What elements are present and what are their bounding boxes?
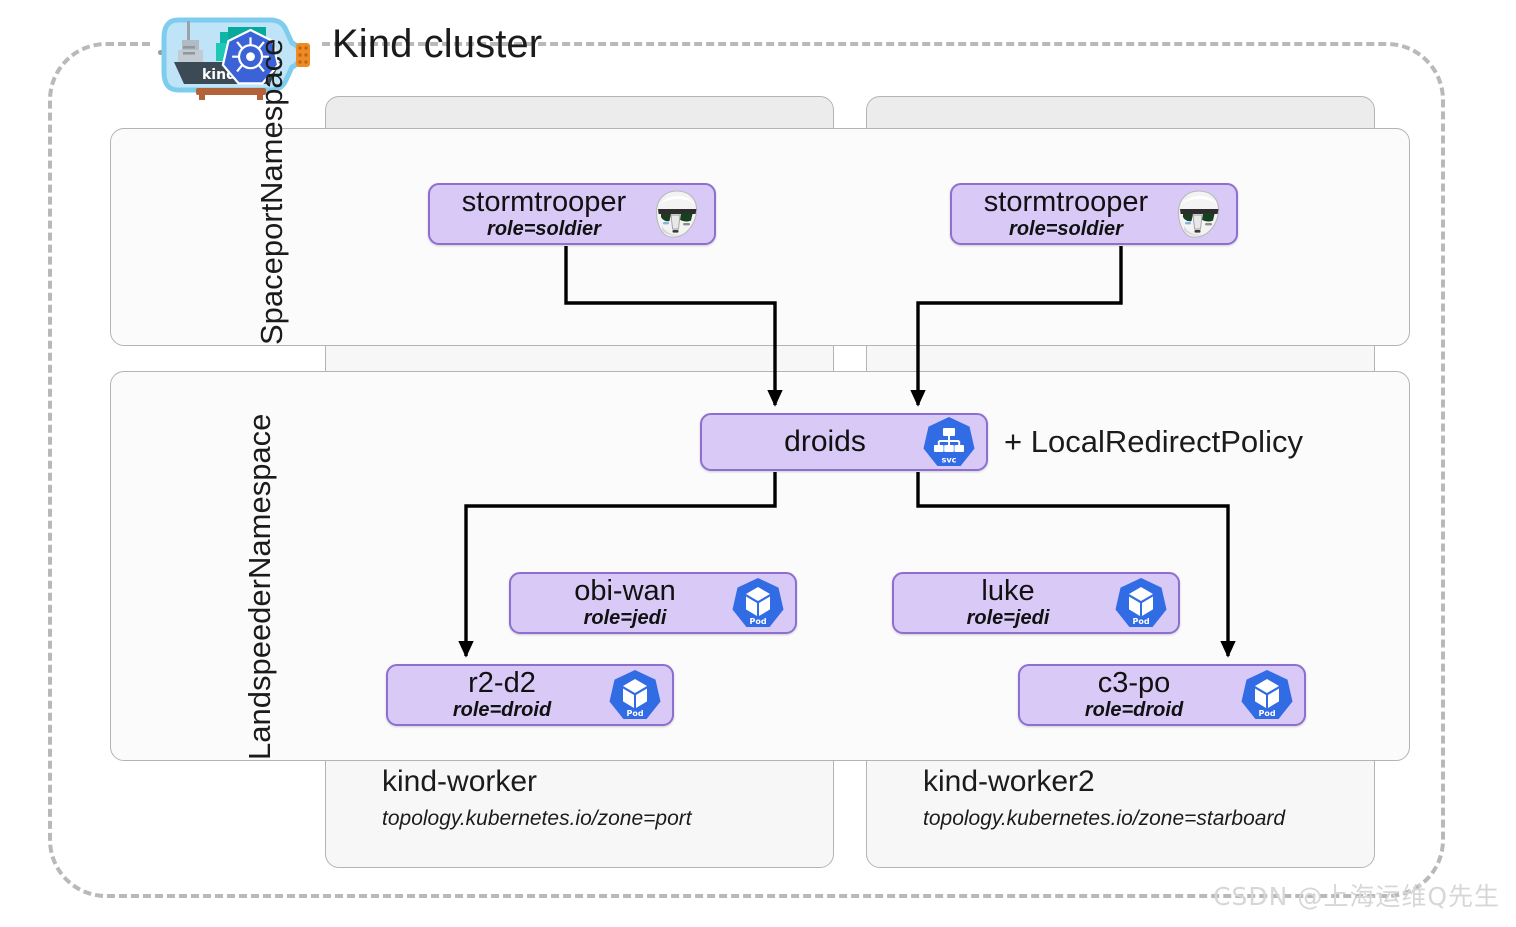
- local-redirect-policy-annotation: + LocalRedirectPolicy: [1004, 424, 1303, 459]
- kind-cluster-boundary: [48, 42, 1445, 898]
- pod-text: luke role=jedi: [908, 577, 1110, 629]
- svg-text:svc: svc: [941, 455, 956, 465]
- node-name: kind-worker: [382, 765, 538, 799]
- pod-label: role=jedi: [583, 606, 667, 629]
- pod-label: role=jedi: [966, 606, 1050, 629]
- pod-name: obi-wan: [574, 575, 676, 608]
- svg-text:Pod: Pod: [1258, 709, 1275, 718]
- kubernetes-pod-icon: Pod: [1114, 576, 1168, 630]
- pod-label: role=soldier: [1009, 217, 1123, 240]
- kind-logo-icon: kind: [158, 10, 316, 100]
- svg-text:Pod: Pod: [749, 617, 766, 626]
- node-zone-label: topology.kubernetes.io/zone=port: [382, 806, 692, 830]
- service-text: droids: [716, 424, 918, 458]
- pod-label: role=droid: [1084, 698, 1184, 721]
- pod-label: role=droid: [452, 698, 552, 721]
- pod-text: stormtrooper role=soldier: [444, 188, 646, 240]
- pod-obi-wan[interactable]: obi-wan role=jedi Pod: [509, 572, 797, 634]
- service-name: droids: [784, 424, 866, 458]
- pod-luke[interactable]: luke role=jedi Pod: [892, 572, 1180, 634]
- pod-name: stormtrooper: [983, 186, 1149, 219]
- namespace-name: Spaceport: [254, 203, 289, 345]
- kubernetes-pod-icon: Pod: [1240, 668, 1294, 722]
- kubernetes-pod-icon: Pod: [608, 668, 662, 722]
- node-name: kind-worker2: [923, 765, 1095, 799]
- pod-name: stormtrooper: [461, 186, 627, 219]
- node-kind-worker2-label: kind-worker2 topology.kubernetes.io/zone…: [867, 765, 1374, 833]
- cluster-title: Kind cluster: [332, 22, 543, 66]
- svg-text:Pod: Pod: [626, 709, 643, 718]
- svg-text:Pod: Pod: [1132, 617, 1149, 626]
- service-droids[interactable]: droids svc: [700, 413, 988, 471]
- pod-c3-po[interactable]: c3-po role=droid Pod: [1018, 664, 1306, 726]
- watermark: CSDN @上海运维Q先生: [1213, 882, 1500, 911]
- pod-text: r2-d2 role=droid: [402, 669, 604, 721]
- namespace-kind: Namespace: [254, 38, 289, 204]
- node-kind-worker-label: kind-worker topology.kubernetes.io/zone=…: [326, 765, 833, 833]
- pod-name: luke: [981, 575, 1035, 608]
- namespace-landspeeder-label: Landspeeder Namespace: [239, 372, 281, 760]
- namespace-spaceport-label: Spaceport Namespace: [251, 38, 293, 345]
- namespace-kind: Namespace: [242, 413, 277, 579]
- pod-name: r2-d2: [468, 667, 536, 700]
- pod-stormtrooper-worker1[interactable]: stormtrooper role=soldier: [428, 183, 716, 245]
- kubernetes-service-icon: svc: [922, 415, 976, 469]
- pod-r2-d2[interactable]: r2-d2 role=droid Pod: [386, 664, 674, 726]
- pod-text: c3-po role=droid: [1034, 669, 1236, 721]
- node-zone-label: topology.kubernetes.io/zone=starboard: [923, 806, 1286, 830]
- pod-name: c3-po: [1097, 667, 1171, 700]
- kubernetes-pod-icon: Pod: [731, 576, 785, 630]
- pod-label: role=soldier: [487, 217, 601, 240]
- stormtrooper-helmet-icon: [650, 187, 704, 241]
- stormtrooper-helmet-icon: [1172, 187, 1226, 241]
- pod-text: stormtrooper role=soldier: [966, 188, 1168, 240]
- namespace-name: Landspeeder: [242, 579, 277, 760]
- pod-stormtrooper-worker2[interactable]: stormtrooper role=soldier: [950, 183, 1238, 245]
- pod-text: obi-wan role=jedi: [525, 577, 727, 629]
